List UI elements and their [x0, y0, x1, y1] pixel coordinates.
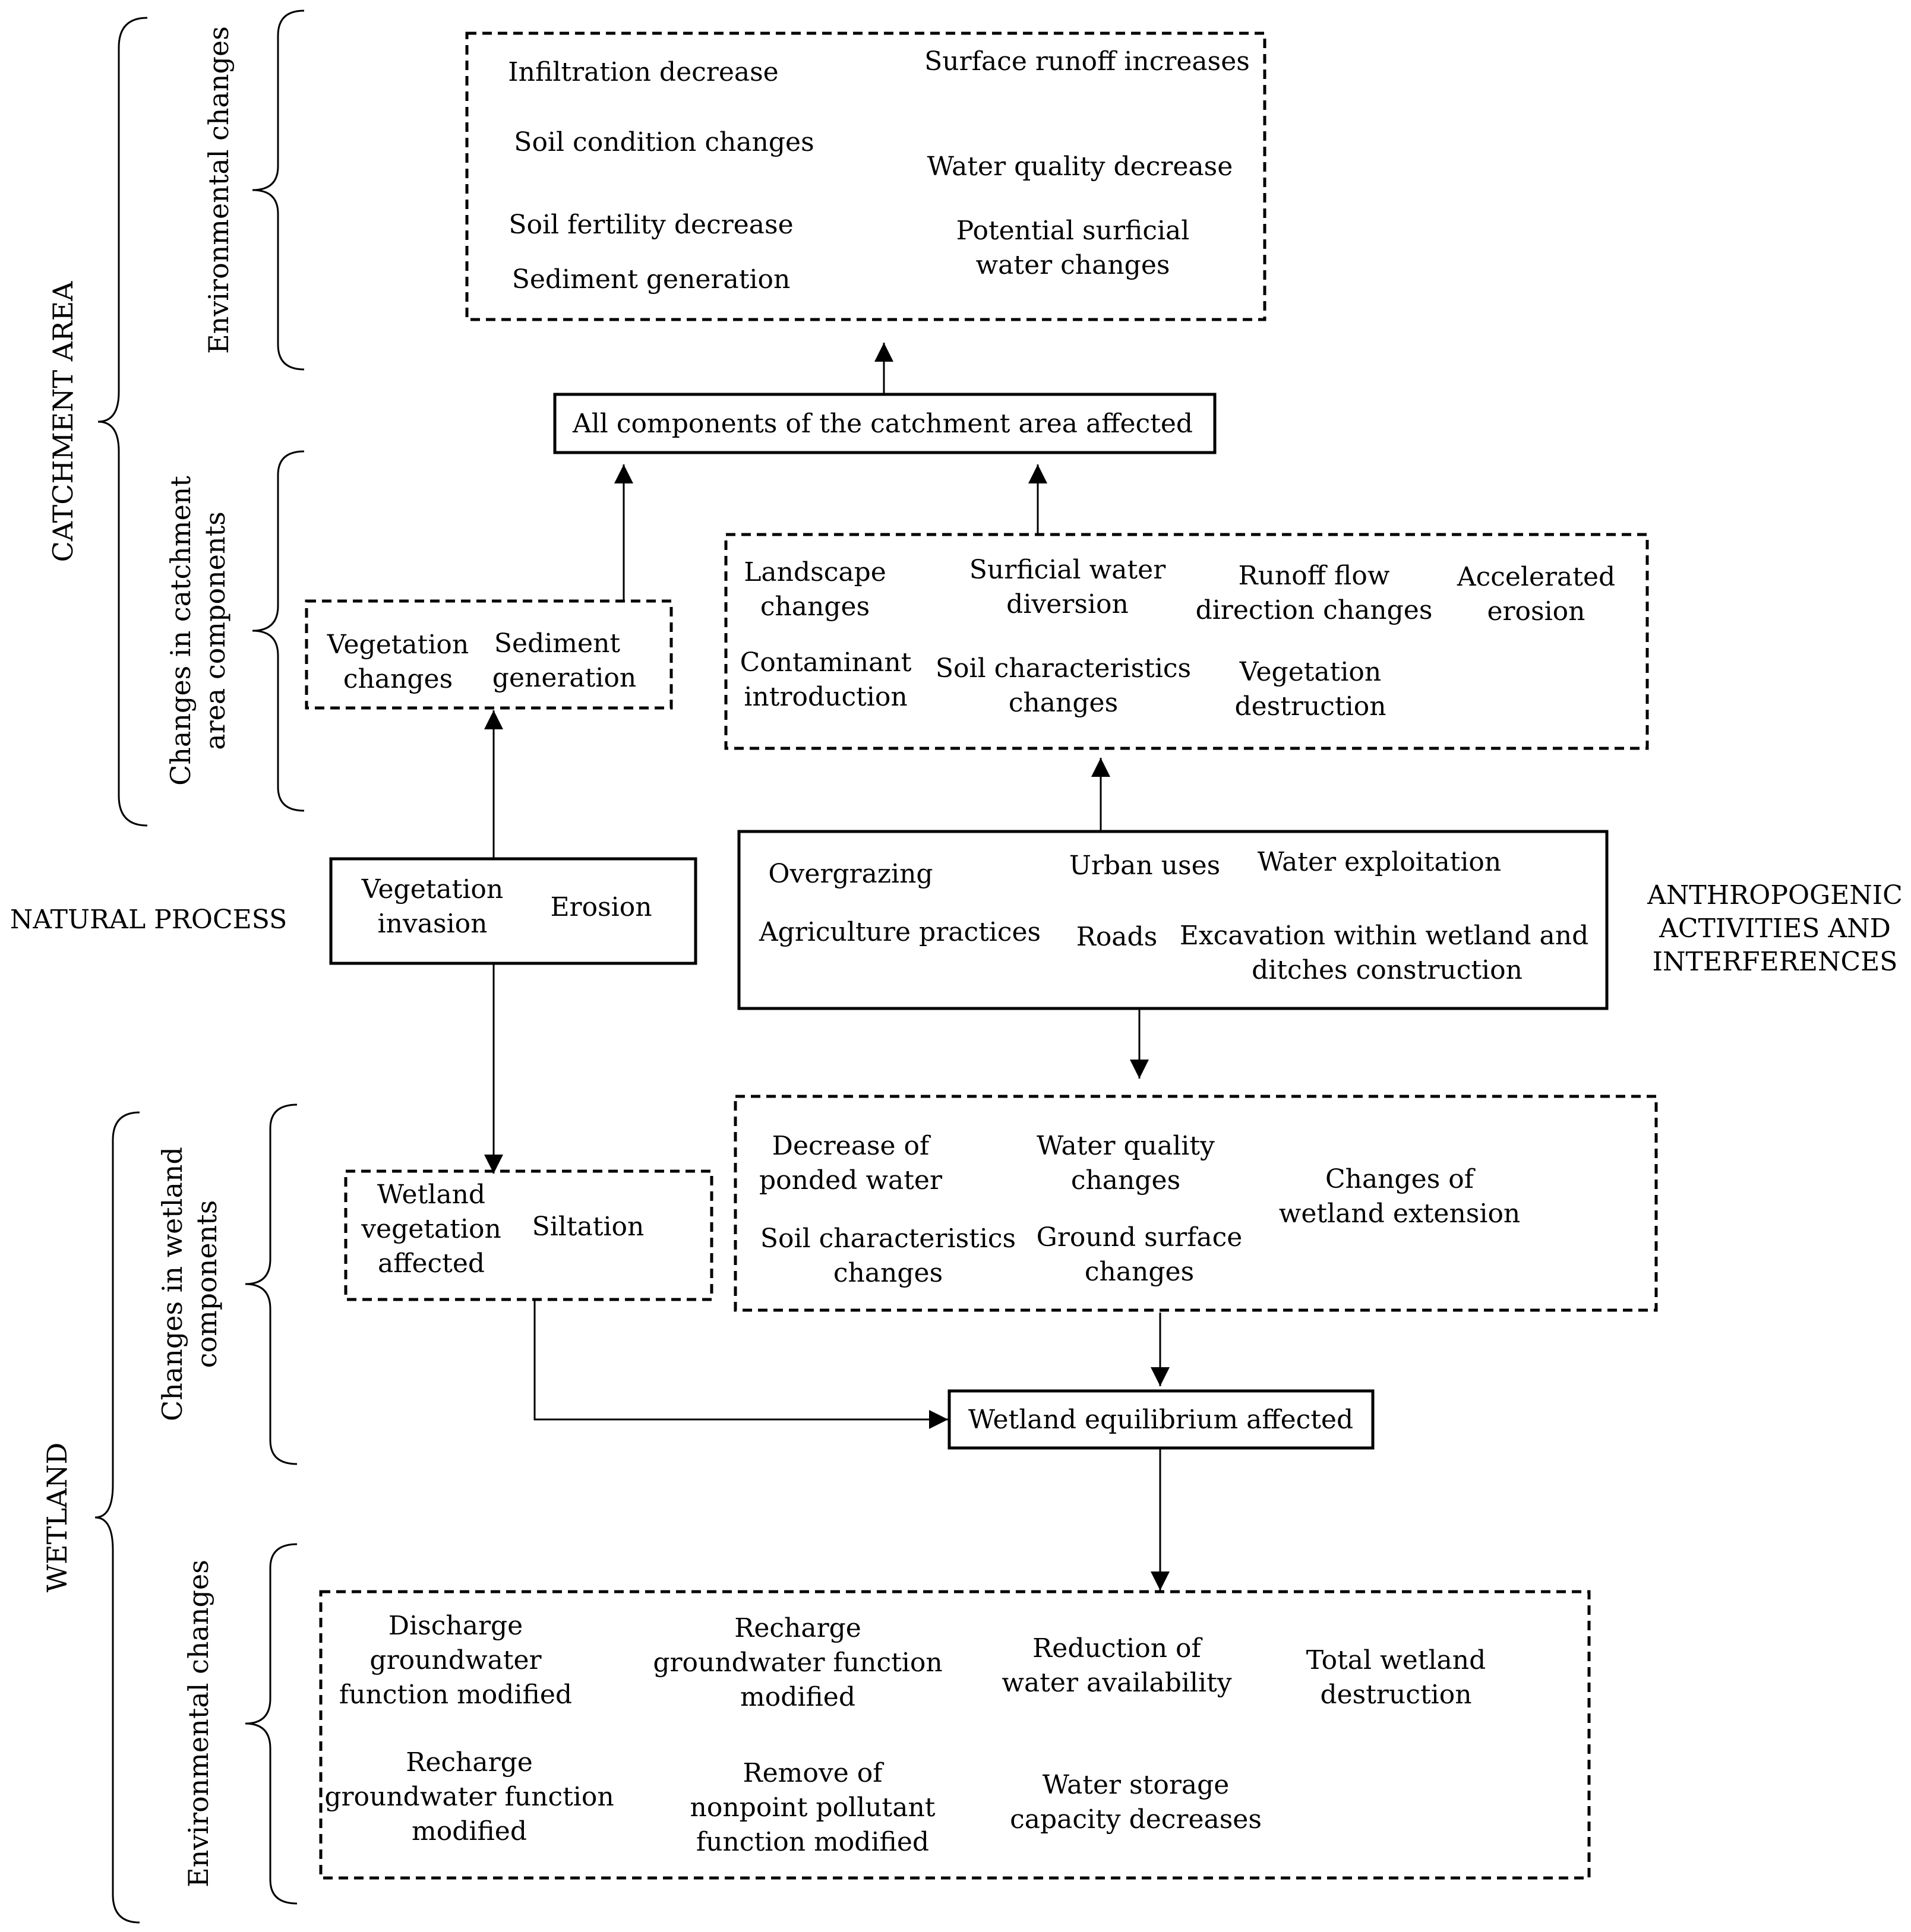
changes-catchment-label-line2: area components [199, 511, 231, 750]
soil-char-wetland-line2: changes [833, 1258, 943, 1288]
recharge2-line2: groundwater function [324, 1782, 614, 1812]
changes-catchment-label-line1: Changes in catchment [165, 476, 197, 786]
landscape-changes-line2: changes [760, 592, 870, 622]
total-destruction-line2: destruction [1320, 1680, 1471, 1710]
wetland-equilibrium-box [947, 1389, 1375, 1450]
water-storage-line1: Water storage [1043, 1770, 1230, 1800]
accelerated-erosion-line2: erosion [1487, 596, 1585, 627]
anthropogenic-box [737, 830, 1609, 1010]
nonpoint-line1: Remove of [743, 1758, 884, 1788]
runoff-flow-line2: direction changes [1196, 595, 1433, 625]
natural-catchment-changes-box [305, 599, 673, 710]
anthro-wetland-changes-box [734, 1095, 1658, 1312]
water-quality-changes-line2: changes [1071, 1165, 1180, 1196]
recharge1-line1: Recharge [734, 1613, 861, 1643]
vegetation-invasion-line2: invasion [378, 909, 488, 939]
recharge2-line3: modified [412, 1816, 527, 1846]
anthropogenic-label-line1: ANTHROPOGENIC [1647, 880, 1903, 910]
vegetation-destruction-line1: Vegetation [1239, 657, 1381, 687]
water-quality-decrease: Water quality decrease [927, 151, 1233, 182]
vegetation-invasion-line1: Vegetation [361, 874, 503, 905]
contaminant-line1: Contaminant [740, 647, 912, 678]
vegetation-destruction-line2: destruction [1234, 691, 1386, 722]
surficial-diversion-line2: diversion [1006, 589, 1129, 619]
soil-char-wetland-line1: Soil characteristics [760, 1223, 1016, 1254]
sediment-generation-line1: Sediment [494, 628, 621, 659]
anthropogenic-label-line3: INTERFERENCES [1653, 947, 1898, 977]
runoff-flow-line1: Runoff flow [1238, 561, 1389, 591]
env-changes-top-box [465, 31, 1266, 321]
ponded-water-line2: ponded water [759, 1165, 943, 1196]
sediment-generation-line2: generation [492, 663, 636, 693]
potential-surficial-line1: Potential surficial [956, 216, 1190, 246]
all-components-label: All components of the catchment area aff… [572, 409, 1193, 439]
catchment-area-brace [97, 17, 148, 827]
sediment-generation-top: Sediment generation [512, 264, 791, 295]
soil-fertility-decrease: Soil fertility decrease [508, 210, 793, 240]
reduction-line1: Reduction of [1032, 1633, 1202, 1664]
soil-characteristics-line1: Soil characteristics [936, 653, 1191, 684]
overgrazing-label: Overgrazing [768, 859, 933, 889]
ponded-water-line1: Decrease of [772, 1131, 931, 1161]
recharge1-line3: modified [740, 1682, 855, 1712]
recharge1-line2: groundwater function [653, 1648, 942, 1678]
erosion-label: Erosion [550, 892, 652, 922]
wetland-vegetation-line2: vegetation [361, 1214, 501, 1244]
env-changes-top-label: Environmental changes [203, 26, 235, 354]
potential-surficial-line2: water changes [976, 250, 1170, 280]
arrow-natural-wetland-to-equilibrium [533, 1301, 948, 1429]
soil-condition-changes: Soil condition changes [514, 127, 814, 157]
anthro-catchment-changes-box [724, 533, 1649, 750]
wetland-brace [94, 1111, 140, 1924]
changes-wetland-label-line2: components [191, 1200, 223, 1368]
total-destruction-line1: Total wetland [1306, 1645, 1486, 1675]
ground-surface-line2: changes [1085, 1257, 1194, 1287]
catchment-components-brace [252, 450, 305, 812]
nonpoint-line3: function modified [696, 1827, 929, 1857]
all-components-box [553, 393, 1217, 454]
env-changes-top-brace [252, 10, 305, 371]
wetland-components-brace [245, 1103, 298, 1465]
wetland-equilibrium-label: Wetland equilibrium affected [968, 1405, 1353, 1435]
wetland-extension-line2: wetland extension [1279, 1199, 1521, 1229]
discharge-line2: groundwater [369, 1645, 542, 1675]
soil-characteristics-line2: changes [1009, 688, 1118, 718]
excavation-line2: ditches construction [1252, 955, 1523, 985]
excavation-line1: Excavation within wetland and [1180, 921, 1589, 951]
landscape-changes-line1: Landscape [744, 557, 886, 587]
contaminant-line2: introduction [744, 682, 907, 712]
surface-runoff-increases: Surface runoff increases [924, 46, 1250, 77]
water-exploitation-label: Water exploitation [1258, 847, 1502, 877]
wetland-vegetation-line1: Wetland [377, 1180, 485, 1210]
infiltration-decrease: Infiltration decrease [508, 57, 778, 87]
changes-wetland-label-line1: Changes in wetland [156, 1147, 188, 1421]
natural-process-box [329, 857, 697, 965]
discharge-line1: Discharge [388, 1611, 523, 1641]
wetland-extension-line1: Changes of [1325, 1164, 1476, 1194]
vegetation-changes-line2: changes [343, 664, 453, 694]
reduction-line2: water availability [1002, 1668, 1231, 1698]
siltation-label: Siltation [532, 1212, 645, 1242]
wetland-label: WETLAND [41, 1443, 73, 1592]
urban-uses-label: Urban uses [1069, 850, 1220, 881]
wetland-vegetation-line3: affected [378, 1248, 485, 1279]
catchment-area-label: CATCHMENT AREA [47, 281, 79, 562]
accelerated-erosion-line1: Accelerated [1457, 562, 1615, 592]
env-changes-bottom-brace [245, 1543, 298, 1905]
water-storage-line2: capacity decreases [1010, 1804, 1262, 1835]
nonpoint-line2: nonpoint pollutant [690, 1792, 936, 1823]
discharge-line3: function modified [339, 1680, 572, 1710]
ground-surface-line1: Ground surface [1037, 1222, 1243, 1253]
vegetation-changes-line1: Vegetation [327, 630, 469, 660]
surficial-diversion-line1: Surficial water [969, 555, 1166, 585]
env-changes-bottom-box [319, 1590, 1591, 1880]
anthropogenic-label-line2: ACTIVITIES AND [1659, 913, 1891, 944]
agriculture-practices-label: Agriculture practices [759, 917, 1041, 947]
recharge2-line1: Recharge [406, 1747, 533, 1778]
water-quality-changes-line1: Water quality [1037, 1131, 1215, 1161]
natural-process-label: NATURAL PROCESS [10, 905, 288, 935]
roads-label: Roads [1076, 922, 1158, 952]
env-changes-bottom-label: Environmental changes [182, 1560, 214, 1887]
